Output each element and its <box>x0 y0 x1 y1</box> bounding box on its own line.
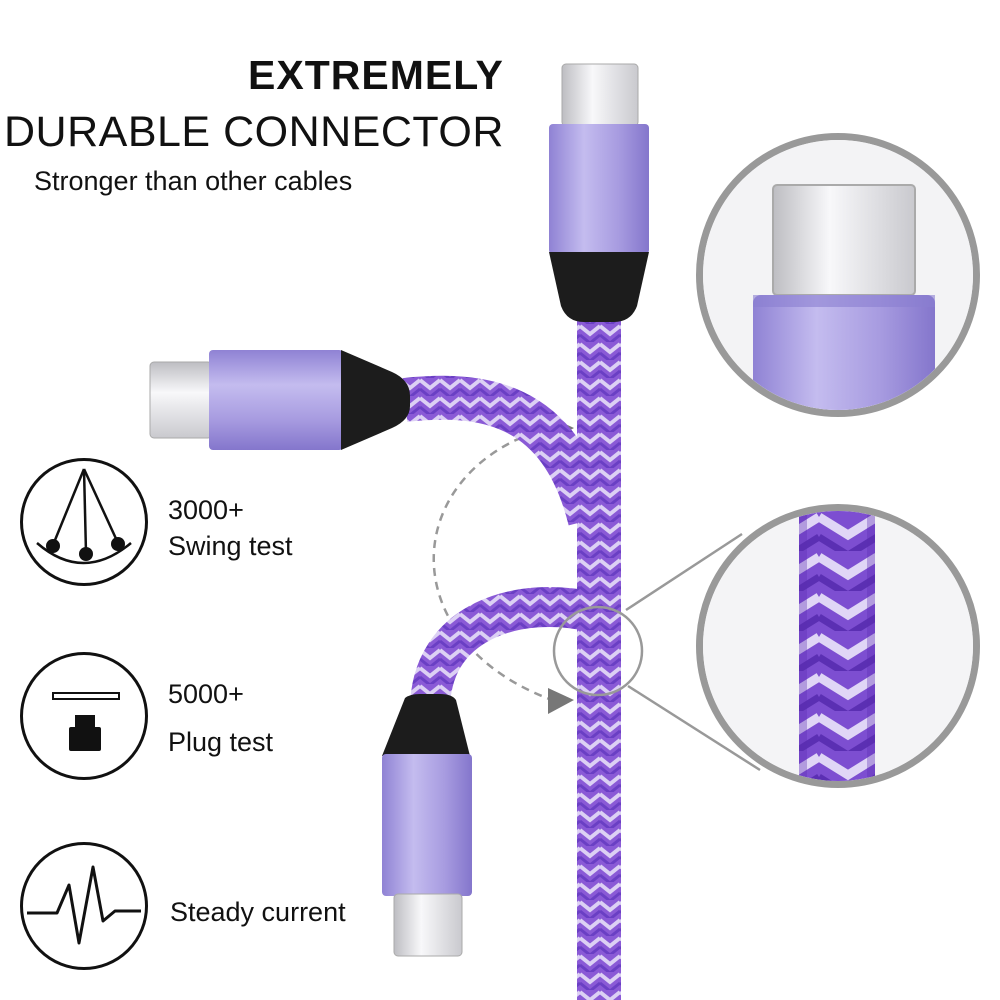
connector-zoom-detail <box>696 133 980 417</box>
top-usb-c-connector <box>549 63 649 322</box>
upper-bent-cable-braid <box>402 375 612 526</box>
left-usb-c-connector <box>149 350 410 450</box>
lower-loop-cable-braid <box>410 587 597 711</box>
swing-test-count: 3000+ <box>168 495 244 525</box>
headline-line-2: DURABLE CONNECTOR <box>4 108 504 156</box>
plug-test-label: Plug test <box>168 727 274 757</box>
headline-line-1: EXTREMELY <box>248 52 504 98</box>
bottom-usb-c-connector <box>382 694 472 957</box>
plug-test-count: 5000+ <box>168 679 244 709</box>
waveform-icon <box>20 842 148 970</box>
swing-test-label: Swing test <box>168 531 293 561</box>
braid-zoom-lens <box>552 605 644 697</box>
guide-arrow-bottom <box>548 688 574 714</box>
braid-zoom-detail <box>696 504 980 788</box>
steady-current-label: Steady current <box>170 897 346 927</box>
swing-guide-arc <box>432 426 553 702</box>
headline-subtitle: Stronger than other cables <box>34 166 353 196</box>
main-cable-braid <box>577 318 621 1000</box>
pendulum-swing-icon <box>20 458 148 586</box>
usb-plug-icon <box>20 652 148 780</box>
